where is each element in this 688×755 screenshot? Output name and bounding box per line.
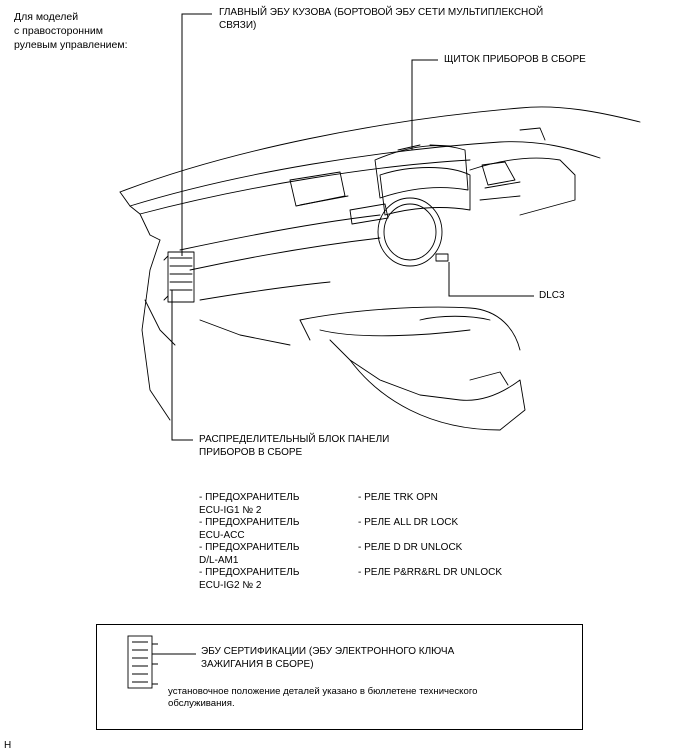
component-fuse-dl-am1: - ПРЕДОХРАНИТЕЛЬ D/L-AM1 [199,542,300,566]
legend-box [96,624,583,730]
certification-ecu-label: ЭБУ СЕРТИФИКАЦИИ (ЭБУ ЭЛЕКТРОННОГО КЛЮЧА… [201,646,455,670]
leader-dlc3 [448,262,534,297]
leader-main-body-ecu [181,13,212,256]
combination-meter-label: ЩИТОК ПРИБОРОВ В СБОРЕ [444,54,586,65]
component-fuse-ecu-ig1: - ПРЕДОХРАНИТЕЛЬ ECU-IG1 № 2 [199,492,300,516]
dlc3-label: DLC3 [539,290,565,301]
windshield-line [119,106,641,193]
certification-ecu-drawing [127,635,158,689]
junction-block-drawing [163,251,195,303]
leader-junction-block [171,290,193,441]
variant-note: Для моделей с правосторонним рулевым упр… [14,11,128,51]
component-fuse-ecu-ig2: - ПРЕДОХРАНИТЕЛЬ ECU-IG2 № 2 [199,567,300,591]
main-body-ecu-label: ГЛАВНЫЙ ЭБУ КУЗОВА (БОРТОВОЙ ЭБУ СЕТИ МУ… [219,7,544,31]
component-relay-prrrl-dr-unlock: - РЕЛЕ P&RR&RL DR UNLOCK [358,567,502,578]
component-fuse-ecu-acc: - ПРЕДОХРАНИТЕЛЬ ECU-ACC [199,517,300,541]
component-relay-d-dr-unlock: - РЕЛЕ D DR UNLOCK [358,542,463,553]
component-relay-all-dr-lock: - РЕЛЕ ALL DR LOCK [358,517,459,528]
junction-block-label: РАСПРЕДЕЛИТЕЛЬНЫЙ БЛОК ПАНЕЛИ ПРИБОРОВ В… [199,434,390,458]
corner-mark: H [4,740,12,751]
component-relay-trk-opn: - РЕЛЕ TRK OPN [358,492,438,503]
steering-wheel [377,197,443,267]
dlc3-connector [435,253,449,262]
service-bulletin-note: установочное положение деталей указано в… [168,686,478,709]
combination-meter-drawing [374,144,469,199]
leader-combination-meter [411,59,438,150]
left-vent [289,171,346,207]
dash-top-edge [129,141,601,207]
